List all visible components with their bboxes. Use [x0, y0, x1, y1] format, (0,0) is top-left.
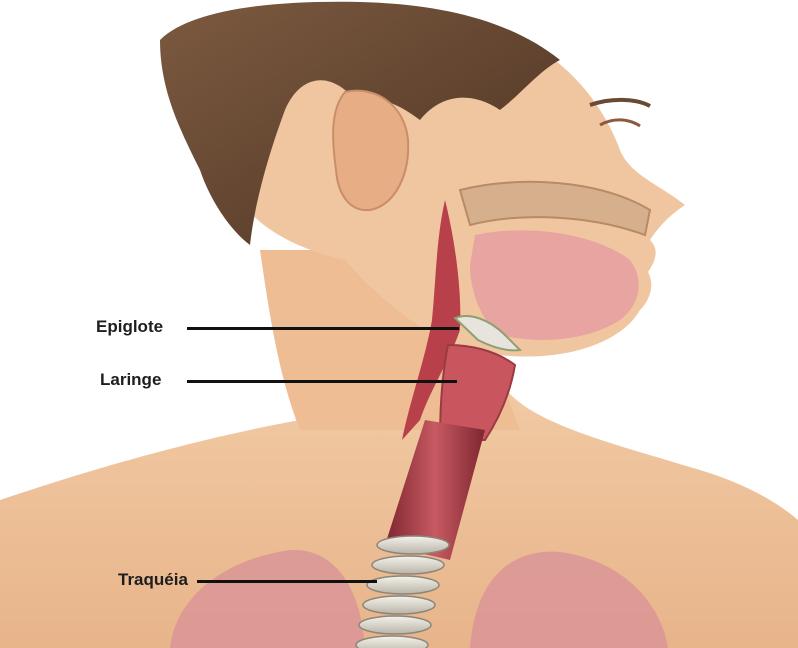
eyebrow-shape [590, 100, 650, 106]
epiglottis-leader-line [187, 327, 459, 330]
trachea-leader-line [197, 580, 377, 583]
larynx-label: Laringe [100, 370, 161, 390]
epiglottis-label: Epiglote [96, 317, 163, 337]
trachea-label: Traquéia [118, 570, 188, 590]
larynx-leader-line [187, 380, 457, 383]
